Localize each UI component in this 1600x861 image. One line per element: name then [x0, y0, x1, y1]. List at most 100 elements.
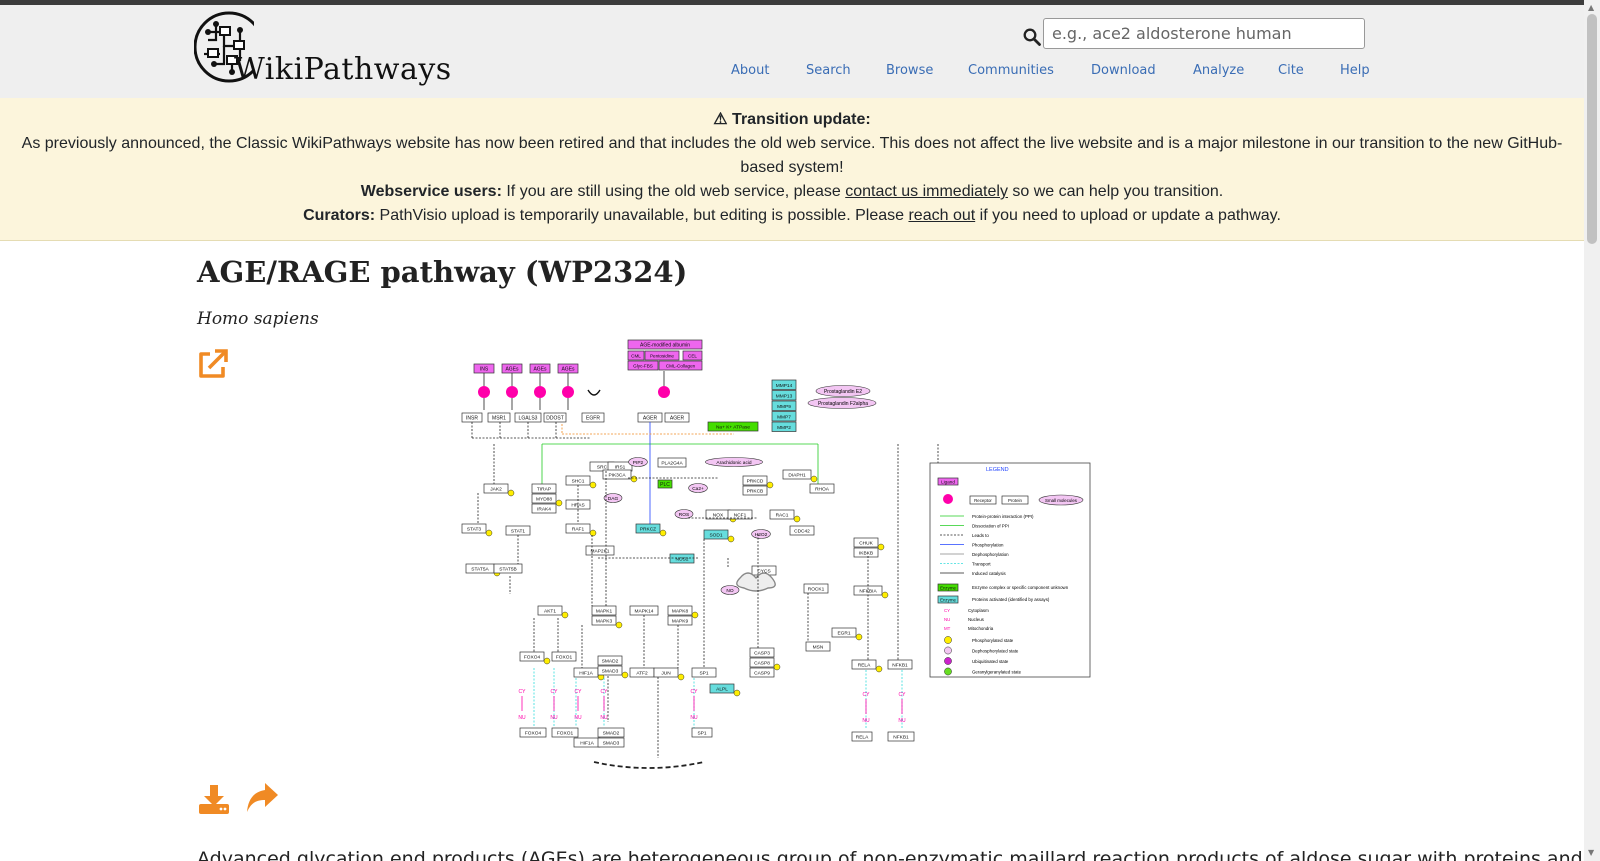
node-egr1-box: [831, 627, 857, 638]
bottom-node-5-label: SP1: [697, 731, 706, 737]
ligand-2-label: AGEs: [533, 367, 547, 373]
node-stat3-box: [461, 523, 487, 534]
nav-download[interactable]: Download: [1091, 63, 1156, 78]
mmp-0-label: MMP14: [776, 383, 793, 389]
nav-help[interactable]: Help: [1340, 63, 1370, 78]
age-variant-4-label: CML-Collagen: [666, 364, 696, 369]
legend-text-activated: Proteins activated (identified by assays…: [972, 597, 1050, 602]
receptor-1-label: MSR1: [492, 416, 506, 422]
bottom-node-1-box: [551, 727, 579, 738]
age-variant-3-box: [627, 360, 659, 371]
phospho-mapk3: [615, 621, 623, 629]
node-hif1a-label: HIF1A: [579, 671, 593, 677]
nav-search[interactable]: Search: [806, 63, 851, 78]
reach-out-link[interactable]: reach out: [908, 207, 976, 224]
phospho-egr1: [855, 633, 863, 641]
open-external-icon[interactable]: [196, 347, 230, 381]
phospho-rela: [875, 665, 883, 673]
nav-analyze[interactable]: Analyze: [1193, 63, 1245, 78]
node-alpl-box: [709, 683, 735, 694]
download-icon[interactable]: [197, 782, 231, 816]
share-icon[interactable]: [244, 781, 280, 815]
node-cdc42-box: [789, 525, 815, 536]
banner-heading: ⚠ Transition update:: [713, 111, 871, 128]
legend-state-1: [944, 646, 952, 655]
legend-activated-label: Enzyme: [940, 598, 956, 603]
node-pla2g4a-label: PLA2G4A: [661, 461, 683, 467]
mmp-0-box: [771, 379, 797, 390]
legend-compartment-text-0: Cytoplasm: [968, 608, 989, 613]
node-prkcd-label: PRKCD: [747, 479, 764, 485]
receptor-6-box: [664, 412, 690, 423]
nav-communities[interactable]: Communities: [968, 63, 1054, 78]
legend-compartment-2: MT: [944, 626, 951, 631]
age-albumin-label: AGE-modified albumin: [640, 343, 690, 349]
node-jun-label: JUN: [661, 671, 671, 677]
node-myd88-label: MYD88: [536, 497, 552, 503]
node-rac1-label: RAC1: [776, 513, 789, 519]
receptor-3-label: DDOST: [546, 416, 564, 422]
nav-cite[interactable]: Cite: [1278, 63, 1304, 78]
small-molecule-5: [751, 529, 771, 539]
receptor-1-box: [487, 412, 511, 423]
node-casp8-label: CASP8: [754, 661, 770, 667]
node-mapk9-box: [667, 615, 693, 626]
node-stat5b-box: [493, 563, 523, 574]
bottom-node-0-box: [519, 727, 547, 738]
node-msn-box: [805, 641, 831, 652]
wikipathways-logo[interactable]: WikiPathways: [193, 10, 451, 90]
bottom-node-5-box: [691, 727, 713, 738]
node-pik3ca-label: PIK3CA: [608, 473, 626, 479]
ligand-1-label: AGEs: [505, 367, 519, 373]
legend-state-text-3: Geranylgeranylated state: [972, 670, 1022, 675]
legend-item-0-label: Receptor: [974, 498, 992, 503]
contact-us-link[interactable]: contact us immediately: [845, 183, 1008, 200]
search-input[interactable]: [1043, 18, 1365, 49]
node-pla2g4a-box: [657, 457, 687, 468]
atpase-label: Na+ K+ ATPase: [716, 425, 750, 431]
node-foxo4-box: [519, 651, 545, 662]
node-mapk1-label: MAPK1: [596, 609, 613, 615]
pathway-description: Advanced glycation end products (AGEs) a…: [197, 848, 1583, 861]
node-smad2-box: [597, 655, 623, 666]
cy-label-0: CY: [519, 689, 527, 695]
legend-enzyme-label: Enzyme: [940, 586, 956, 591]
phospho-pik3ca: [630, 475, 638, 483]
scroll-up-arrow[interactable]: ▲: [1588, 3, 1595, 12]
ligand-0-label: INS: [480, 367, 489, 373]
phospho-foxo4: [543, 657, 551, 665]
age-variant-4-box: [658, 360, 703, 371]
legend-text-4: Dephosphorylation: [972, 552, 1009, 557]
bottom-node-6-label: RELA: [856, 735, 869, 741]
small-molecule-label-4: Arachidonic acid: [716, 460, 752, 466]
node-sod1-box: [703, 529, 729, 540]
node-chuk-box: [853, 537, 879, 548]
node-alpl-label: ALPL: [716, 687, 728, 693]
phospho-rac1: [793, 515, 801, 523]
legend-small-molecule-label: Small molecules: [1045, 498, 1078, 503]
webservice-text-after: so we can help you transition.: [1012, 183, 1224, 200]
nav-about[interactable]: About: [731, 63, 770, 78]
phospho-jak2: [507, 489, 515, 497]
node-casp9-label: CASP9: [754, 671, 770, 677]
nu-label-1: NU: [550, 715, 558, 721]
receptor-4-box: [581, 412, 605, 423]
mitochondria-shape: [736, 572, 776, 592]
node-sod1-label: SOD1: [709, 533, 722, 539]
small-molecule-label-0: PIP2: [633, 460, 644, 466]
scrollbar-thumb[interactable]: [1587, 14, 1597, 244]
node-msn-label: MSN: [813, 645, 824, 651]
atpase-box: [707, 421, 759, 432]
mmp-1-box: [771, 390, 797, 401]
ligand-3-label: AGEs: [561, 367, 575, 373]
scroll-down-arrow[interactable]: ▼: [1588, 848, 1595, 857]
age-variant-2-box: [682, 350, 703, 361]
nav-browse[interactable]: Browse: [886, 63, 934, 78]
phospho-shc1: [589, 481, 597, 489]
node-rhoa-box: [809, 483, 835, 494]
enzyme-0-label: PLC: [660, 482, 670, 488]
node-jak2-label: JAK2: [490, 487, 502, 493]
node-irs1-label: IRS1: [615, 465, 626, 471]
search-icon[interactable]: [1023, 28, 1041, 46]
